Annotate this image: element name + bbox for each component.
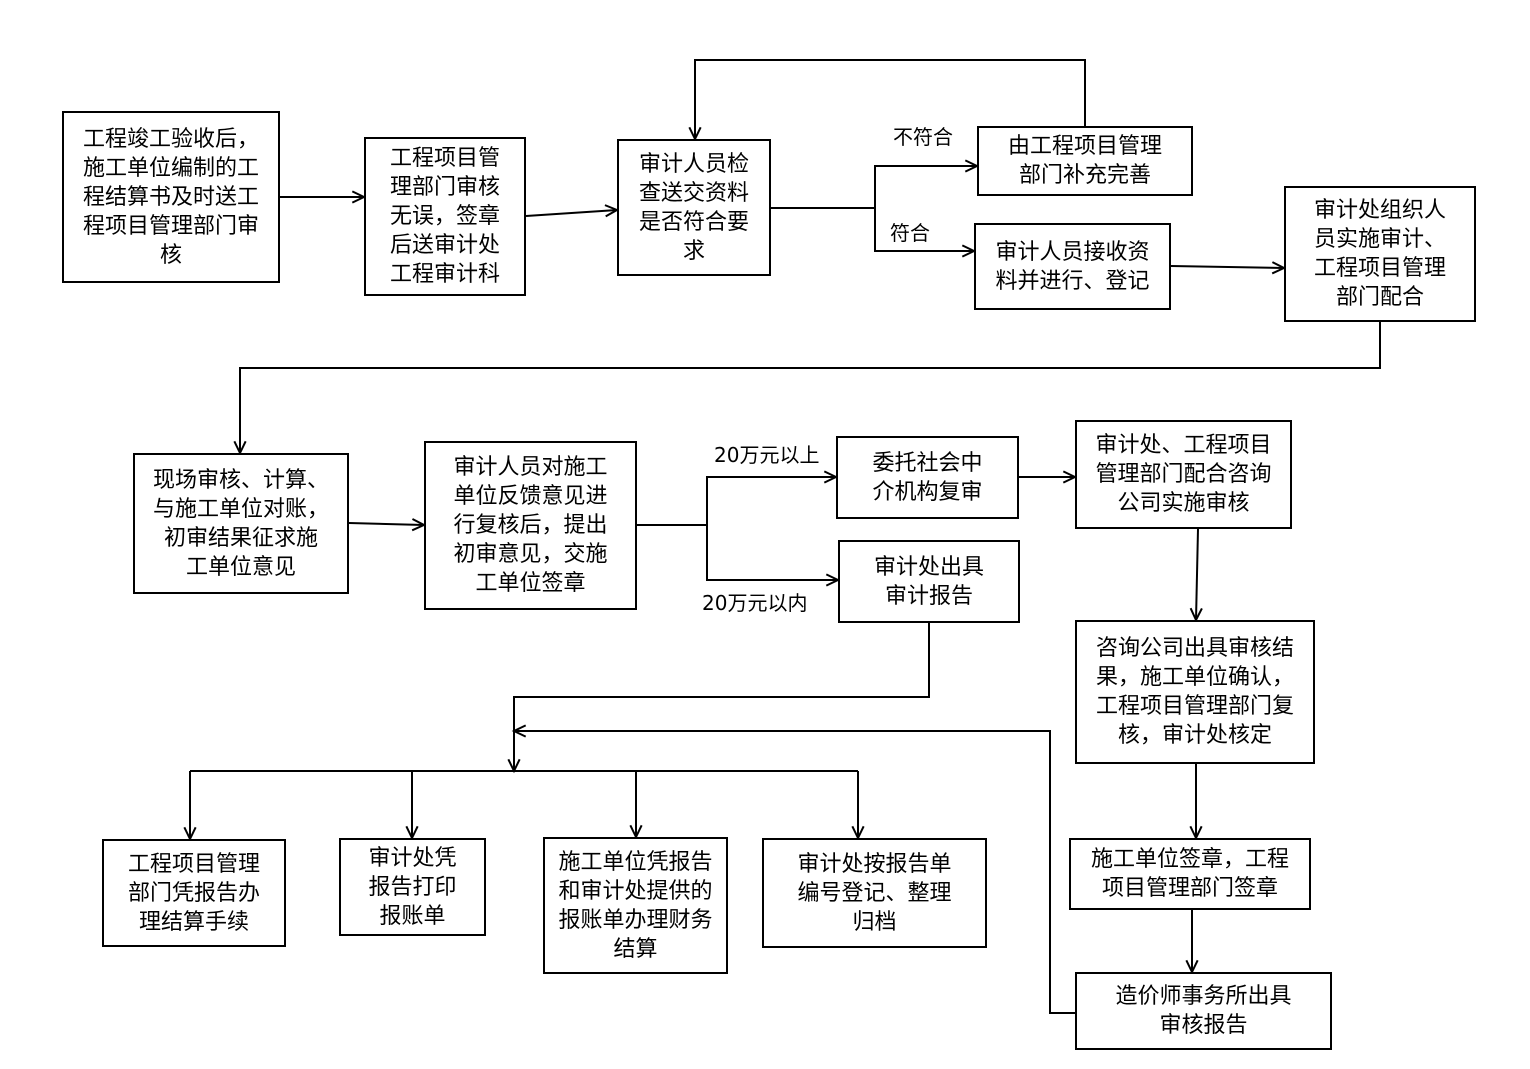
node-issue-report: 审计处出具 审计报告 [838,540,1020,623]
node-print-voucher: 审计处凭 报告打印 报账单 [339,838,486,936]
edge-n2-n3 [525,209,618,217]
label-above-200k: 20万元以上 [714,443,820,467]
label-not-compliant: 不符合 [893,125,953,149]
node-onsite-review: 现场审核、计算、 与施工单位对账， 初审结果征求施 工单位意见 [133,453,349,594]
edge-n4-n3-loop [694,59,1086,139]
label-within-200k: 20万元以内 [702,591,808,615]
edge-branch-n9 [706,476,836,525]
edge-n7-n8 [348,522,425,526]
node-receive-register: 审计人员接收资 料并进行、登记 [974,223,1171,310]
node-entrust-agency: 委托社会中 介机构复审 [836,436,1019,519]
node-signatures: 施工单位签章，工程 项目管理部门签章 [1069,838,1311,910]
edge-n11-merge [513,623,930,771]
node-archive: 审计处按报告单 编号登记、整理 归档 [762,838,987,948]
node-dept-supplement: 由工程项目管理 部门补充完善 [977,126,1193,196]
node-organize-audit: 审计处组织人 员实施审计、 工程项目管理 部门配合 [1284,186,1476,322]
node-cost-firm-report: 造价师事务所出具 审核报告 [1075,972,1332,1050]
node-settlement-procedure: 工程项目管理 部门凭报告办 理结算手续 [102,839,286,947]
node-consult-audit: 审计处、工程项目 管理部门配合咨询 公司实施审核 [1075,420,1292,529]
edge-branch-n4 [874,165,977,208]
node-audit-check: 审计人员检 查送交资料 是否符合要 求 [617,139,771,276]
node-consult-result: 咨询公司出具审核结 果，施工单位确认， 工程项目管理部门复 核，审计处核定 [1075,620,1315,764]
node-completion-acceptance: 工程竣工验收后， 施工单位编制的工 程结算书及时送工 程项目管理部门审 核 [62,111,280,283]
edge-n6-n7 [239,322,1381,453]
node-dept-review: 工程项目管 理部门审核 无误，签章 后送审计处 工程审计科 [364,137,526,296]
edge-n5-n6 [1170,265,1285,269]
edge-n10-n12 [1195,528,1199,621]
edge-n14-merge [514,730,1075,1014]
edge-branch-n11 [706,525,838,581]
node-recheck-opinion: 审计人员对施工 单位反馈意见进 行复核后，提出 初审意见，交施 工单位签章 [424,441,637,610]
node-financial-settlement: 施工单位凭报告 和审计处提供的 报账单办理财务 结算 [543,837,728,974]
edge-branch-n5 [874,208,974,252]
label-compliant: 符合 [890,221,930,245]
